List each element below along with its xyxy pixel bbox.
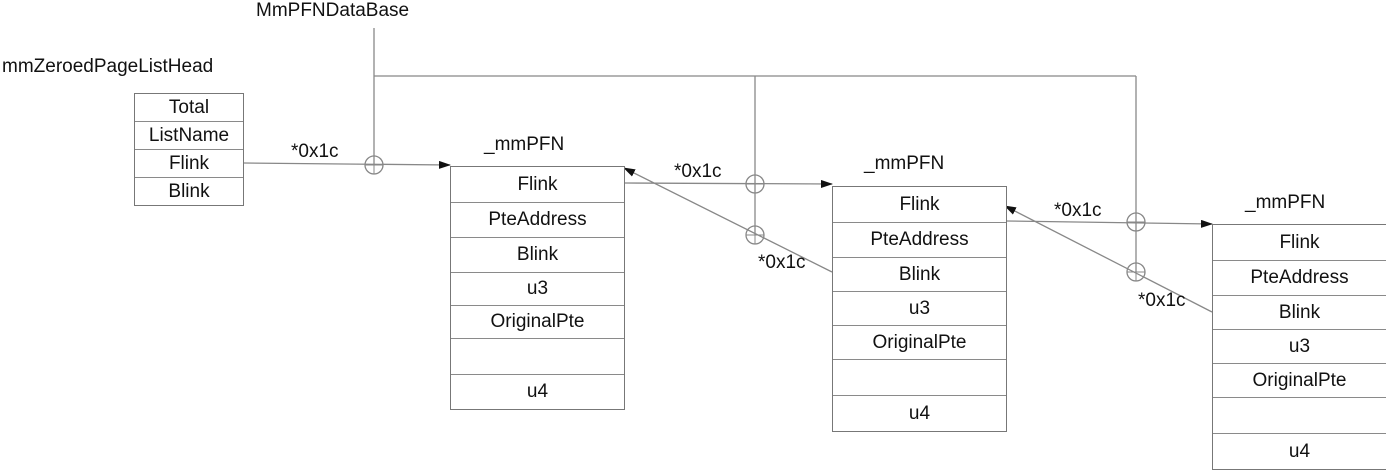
pfn-field-pteaddress: PteAddress — [833, 223, 1006, 258]
list-head-field-flink: Flink — [135, 150, 243, 178]
pfn-field-flink: Flink — [451, 167, 624, 203]
pfn2-blink-arrow — [623, 167, 833, 273]
offset-label-pfn3-to-pfn2: *0x1c — [1138, 290, 1186, 311]
pfn-field-u3: u3 — [451, 273, 624, 306]
pfn-entry-3-table: Flink PteAddress Blink u3 OriginalPte u4 — [1212, 224, 1386, 470]
list-head-table: Total ListName Flink Blink — [134, 93, 244, 206]
database-label: MmPFNDataBase — [256, 0, 410, 21]
list-head-field-listname: ListName — [135, 122, 243, 150]
pfn-field-blink: Blink — [451, 238, 624, 273]
pfn-entry-1-title: _mmPFN — [484, 134, 565, 155]
offset-label-pfn2-to-pfn3: *0x1c — [1054, 200, 1102, 221]
offset-label-head-to-pfn1: *0x1c — [291, 141, 339, 162]
pfn1-flink-arrow — [624, 179, 833, 188]
pfn-field-u4: u4 — [1288, 440, 1311, 462]
pfn-field-pteaddress: PteAddress — [1213, 261, 1386, 296]
list-head-field-blink: Blink — [168, 181, 210, 202]
pfn-field-flink: Flink — [1213, 225, 1386, 261]
pfn3-blink-arrow — [1004, 205, 1213, 313]
list-head-label: mmZeroedPageListHead — [2, 56, 214, 77]
pfn-field-pteaddress: PteAddress — [451, 203, 624, 238]
pfn-field-empty — [833, 360, 1006, 396]
offset-label-pfn2-to-pfn1: *0x1c — [758, 252, 806, 273]
pfn-field-originalpte: OriginalPte — [833, 326, 1006, 360]
head-flink-arrow — [243, 160, 451, 169]
pfn-field-empty — [451, 339, 624, 375]
pfn-field-u4: u4 — [526, 381, 549, 402]
pfn-field-u4: u4 — [908, 402, 931, 424]
pfn-field-blink: Blink — [1213, 296, 1386, 330]
pfn-field-u3: u3 — [1213, 330, 1386, 364]
offset-label-pfn1-to-pfn2: *0x1c — [674, 161, 722, 182]
pfn-field-flink: Flink — [833, 187, 1006, 223]
pfn-entry-1-table: Flink PteAddress Blink u3 OriginalPte u4 — [450, 166, 625, 410]
pfn-field-originalpte: OriginalPte — [451, 306, 624, 339]
pfn-field-blink: Blink — [833, 258, 1006, 292]
pfn-entry-3-title: _mmPFN — [1245, 192, 1326, 213]
pfn-field-originalpte: OriginalPte — [1213, 364, 1386, 398]
pfn-entry-2-table: Flink PteAddress Blink u3 OriginalPte u4 — [832, 186, 1007, 432]
pfn-field-empty — [1213, 398, 1386, 434]
pfn2-flink-arrow — [1005, 219, 1213, 228]
list-head-field-total: Total — [135, 94, 243, 122]
pfn-field-u3: u3 — [833, 292, 1006, 326]
pfn-entry-2-title: _mmPFN — [864, 153, 945, 174]
